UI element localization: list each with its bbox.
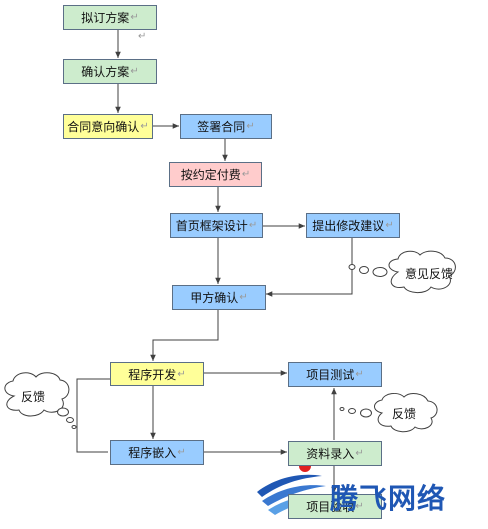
thought-cloud-feedback-left	[4, 372, 77, 429]
paragraph-mark-icon: ↵	[241, 169, 251, 180]
thought-cloud-opinion-feedback	[348, 250, 456, 294]
node-homepage-framework-label: 首页框架设计	[175, 219, 248, 233]
node-program-embed-label: 程序嵌入	[128, 446, 177, 460]
paragraph-mark-icon: ↵	[239, 292, 248, 303]
connector-left-loop	[76, 378, 110, 453]
node-sign-contract-label: 签署合同	[197, 120, 246, 134]
node-homepage-framework: 首页框架设计↵	[170, 213, 263, 238]
node-draft-plan: 拟订方案↵	[63, 5, 157, 30]
node-revision-suggestions: 提出修改建议↵	[306, 213, 400, 238]
node-revision-suggestions-label: 提出修改建议	[312, 219, 385, 233]
node-party-a-confirm-label: 甲方确认	[190, 291, 239, 305]
node-contract-intent: 合同意向确认↵	[63, 114, 153, 139]
cloud-feedback-left-text: 反馈	[21, 390, 46, 404]
paragraph-mark-icon: ↵	[246, 121, 255, 132]
paragraph-mark-icon: ↵	[138, 31, 147, 42]
arrow-confirm-to-dev	[150, 309, 219, 361]
paragraph-mark-icon: ↵	[140, 121, 149, 132]
node-project-acceptance-label: 项目验收	[306, 500, 355, 514]
node-program-dev-label: 程序开发	[128, 367, 177, 382]
node-sign-contract: 签署合同↵	[180, 114, 272, 139]
node-project-test: 项目测试↵	[288, 362, 382, 387]
thought-cloud-feedback-right	[339, 392, 438, 433]
paragraph-mark-icon: ↵	[355, 369, 364, 380]
node-draft-plan-label: 拟订方案	[81, 11, 130, 25]
node-confirm-plan: 确认方案↵	[63, 59, 157, 84]
node-deposit-payment-label: 按约定付费	[180, 168, 241, 182]
cloud-feedback-right-text: 反馈	[392, 407, 417, 421]
paragraph-mark-icon: ↵	[248, 220, 258, 231]
paragraph-mark-icon: ↵	[130, 12, 139, 23]
cloud-opinion-feedback-text: 意见反馈	[405, 267, 454, 281]
node-program-dev: 程序开发↵	[110, 362, 204, 386]
node-data-entry: 资料录入↵	[288, 441, 382, 466]
paragraph-mark-icon: ↵	[177, 447, 186, 458]
node-program-embed: 程序嵌入↵	[110, 440, 204, 465]
node-project-test-label: 项目测试	[306, 368, 355, 382]
node-party-a-confirm: 甲方确认↵	[172, 285, 266, 310]
paragraph-mark-icon: ↵	[355, 448, 364, 459]
node-project-acceptance: 项目验收↵	[288, 494, 382, 519]
arrow-revision-to-confirm	[266, 238, 353, 297]
paragraph-mark-icon: ↵	[385, 220, 394, 231]
paragraph-mark-icon: ↵	[177, 368, 186, 380]
watermark-logo-text: 腾飞网络	[330, 482, 447, 515]
node-deposit-payment: 按约定付费↵	[169, 162, 262, 187]
paragraph-mark-icon: ↵	[355, 501, 364, 512]
node-contract-intent-label: 合同意向确认	[67, 120, 140, 134]
node-data-entry-label: 资料录入	[306, 447, 355, 461]
paragraph-mark-icon: ↵	[130, 66, 139, 77]
node-confirm-plan-label: 确认方案	[81, 65, 130, 79]
